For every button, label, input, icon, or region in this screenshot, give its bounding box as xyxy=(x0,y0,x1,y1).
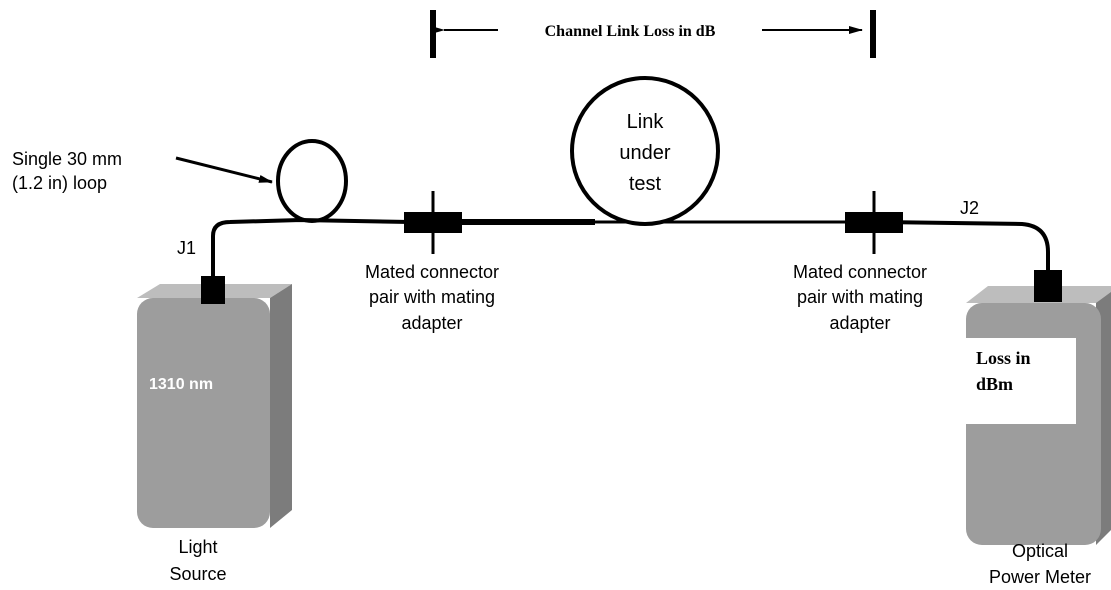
power-meter-label-line2: Power Meter xyxy=(989,567,1091,587)
light-source-side xyxy=(270,284,292,528)
light-source-label-line2: Source xyxy=(169,564,226,584)
loop-label-line2: (1.2 in) loop xyxy=(12,173,107,193)
light-source-label-line1: Light xyxy=(178,537,217,557)
link-label-line3: test xyxy=(629,173,662,195)
test-loop xyxy=(276,139,348,223)
power-meter-display-line2: dBm xyxy=(976,374,1013,394)
j2-label: J2 xyxy=(960,198,979,218)
j1-connector xyxy=(201,276,225,304)
left-connector-caption-line2: pair with mating xyxy=(369,287,495,307)
power-meter-display xyxy=(966,338,1076,424)
j2-connector xyxy=(1034,270,1062,302)
power-meter-display-line1: Loss in xyxy=(976,348,1031,368)
right-connector-caption-line3: adapter xyxy=(829,313,890,333)
power-meter-box: Loss in dBm xyxy=(966,286,1111,545)
light-source-front xyxy=(137,298,270,528)
jumper-j1-fiber xyxy=(211,217,411,278)
j1-label: J1 xyxy=(177,238,196,258)
left-connector-caption-line1: Mated connector xyxy=(365,262,499,282)
link-under-test-coil xyxy=(570,76,720,226)
light-source-wavelength: 1310 nm xyxy=(149,376,213,393)
loop-pointer-arrow xyxy=(175,156,273,184)
right-mated-connector xyxy=(845,191,903,254)
light-source-box: 1310 nm xyxy=(137,284,292,528)
power-meter-label-line1: Optical xyxy=(1012,541,1068,561)
link-label-line2: under xyxy=(619,142,670,164)
link-label-line1: Link xyxy=(627,111,665,133)
right-connector-caption-line1: Mated connector xyxy=(793,262,927,282)
jumper-j2-fiber xyxy=(879,220,1050,272)
loop-label-line1: Single 30 mm xyxy=(12,149,122,169)
channel-label: Channel Link Loss in dB xyxy=(545,23,716,40)
left-connector-caption-line3: adapter xyxy=(401,313,462,333)
right-connector-caption-line2: pair with mating xyxy=(797,287,923,307)
channel-dimension: Channel Link Loss in dB xyxy=(430,10,876,58)
left-mated-connector xyxy=(404,191,462,254)
